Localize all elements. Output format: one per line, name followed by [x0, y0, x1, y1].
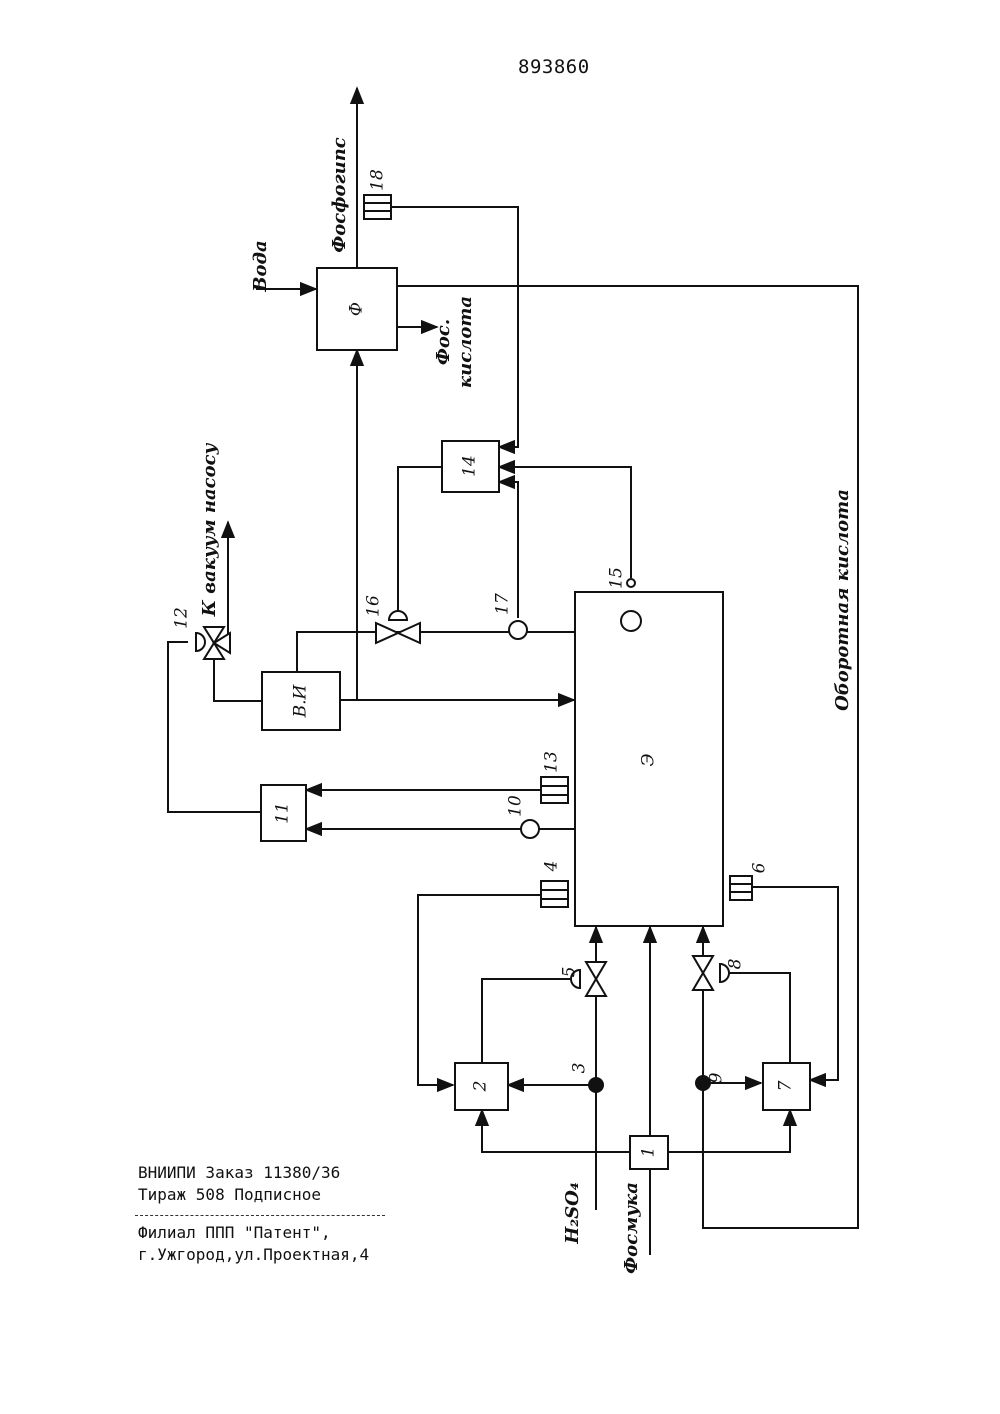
sensor-4-label: 4: [542, 861, 562, 873]
sensor-10-label: 10: [506, 795, 526, 817]
phosphoric-acid-label-line1: Фос.: [433, 319, 454, 365]
reactor: Э: [575, 592, 723, 926]
sensor-4: 4: [541, 861, 568, 907]
circulation-line: [297, 632, 576, 672]
regulator-7: 7: [763, 1063, 810, 1110]
flow-sensor-3: 3: [570, 1063, 605, 1093]
phosphoric-acid-label-line2: кислота: [455, 296, 476, 388]
regulator-7-label: 7: [776, 1080, 796, 1091]
reg14-to-valve16-line: [398, 467, 442, 620]
footer-order-line: ВНИИПИ Заказ 11380/36: [138, 1163, 340, 1182]
dispenser-1: 1: [630, 1136, 668, 1169]
valve-16: 16: [364, 595, 421, 643]
sensor-10: 10: [506, 795, 540, 838]
reactor-label: Э: [639, 753, 659, 766]
phosphate-flour-label: Фосмука: [621, 1182, 642, 1274]
regulator-11-label: 11: [273, 802, 293, 824]
to-vacuum-pump-label: К вакуум насосу: [199, 442, 220, 617]
sensor-13-label: 13: [542, 751, 562, 773]
flow-sensor-9-label: 9: [707, 1072, 727, 1083]
sensor-13: 13: [541, 751, 568, 803]
dispenser-to-reg2-line: [482, 1110, 630, 1152]
regulator-2-label: 2: [471, 1081, 491, 1093]
regulator-2: 2: [455, 1063, 508, 1110]
sulfuric-acid-label: H₂SO₄: [562, 1182, 583, 1245]
sensor-18: 18: [364, 169, 391, 219]
sensor-6-label: 6: [750, 862, 770, 873]
filter-label: Ф: [347, 302, 367, 316]
dispenser-to-reg7-line: [668, 1110, 790, 1152]
valve-8-label: 8: [726, 958, 746, 969]
return-acid-label: Оборотная кислота: [832, 489, 853, 711]
phosphogypsum-label: Фосфогипс: [329, 137, 350, 253]
dispenser-label: 1: [639, 1147, 659, 1158]
footer-branch-line: Филиал ППП "Патент",: [138, 1223, 331, 1242]
sensor6-to-reg7-line: [752, 887, 838, 1080]
footer-circulation-line: Тираж 508 Подписное: [138, 1185, 321, 1204]
footer-divider: [135, 1215, 385, 1216]
sensor4-to-reg2-line: [418, 895, 541, 1085]
valve-5-label: 5: [560, 967, 580, 978]
sensor-15-label: 15: [607, 567, 627, 589]
evaporator-label: В.И: [291, 683, 311, 718]
filter: Ф: [317, 268, 397, 350]
slurry-to-filter-line: [340, 350, 357, 700]
regulator-11: 11: [261, 785, 306, 841]
flow-sensor-9: 9: [695, 1072, 727, 1091]
sensor-6: 6: [730, 862, 770, 900]
vacuum-evaporator: В.И: [262, 672, 340, 730]
reg7-to-valve8-line: [720, 973, 790, 1063]
regulator-14-label: 14: [460, 455, 480, 477]
footer-address-line: г.Ужгород,ул.Проектная,4: [138, 1245, 369, 1264]
evap-to-valve12-line: [214, 660, 262, 701]
valve-16-label: 16: [364, 595, 384, 617]
flow-sensor-3-label: 3: [570, 1063, 590, 1074]
water-label: Вода: [250, 240, 271, 292]
pump-17-label: 17: [493, 593, 513, 615]
regulator-14: 14: [442, 441, 499, 492]
valve-12-label: 12: [172, 607, 192, 629]
reg2-to-valve5-line: [482, 979, 580, 1063]
sensor-18-label: 18: [368, 169, 388, 191]
